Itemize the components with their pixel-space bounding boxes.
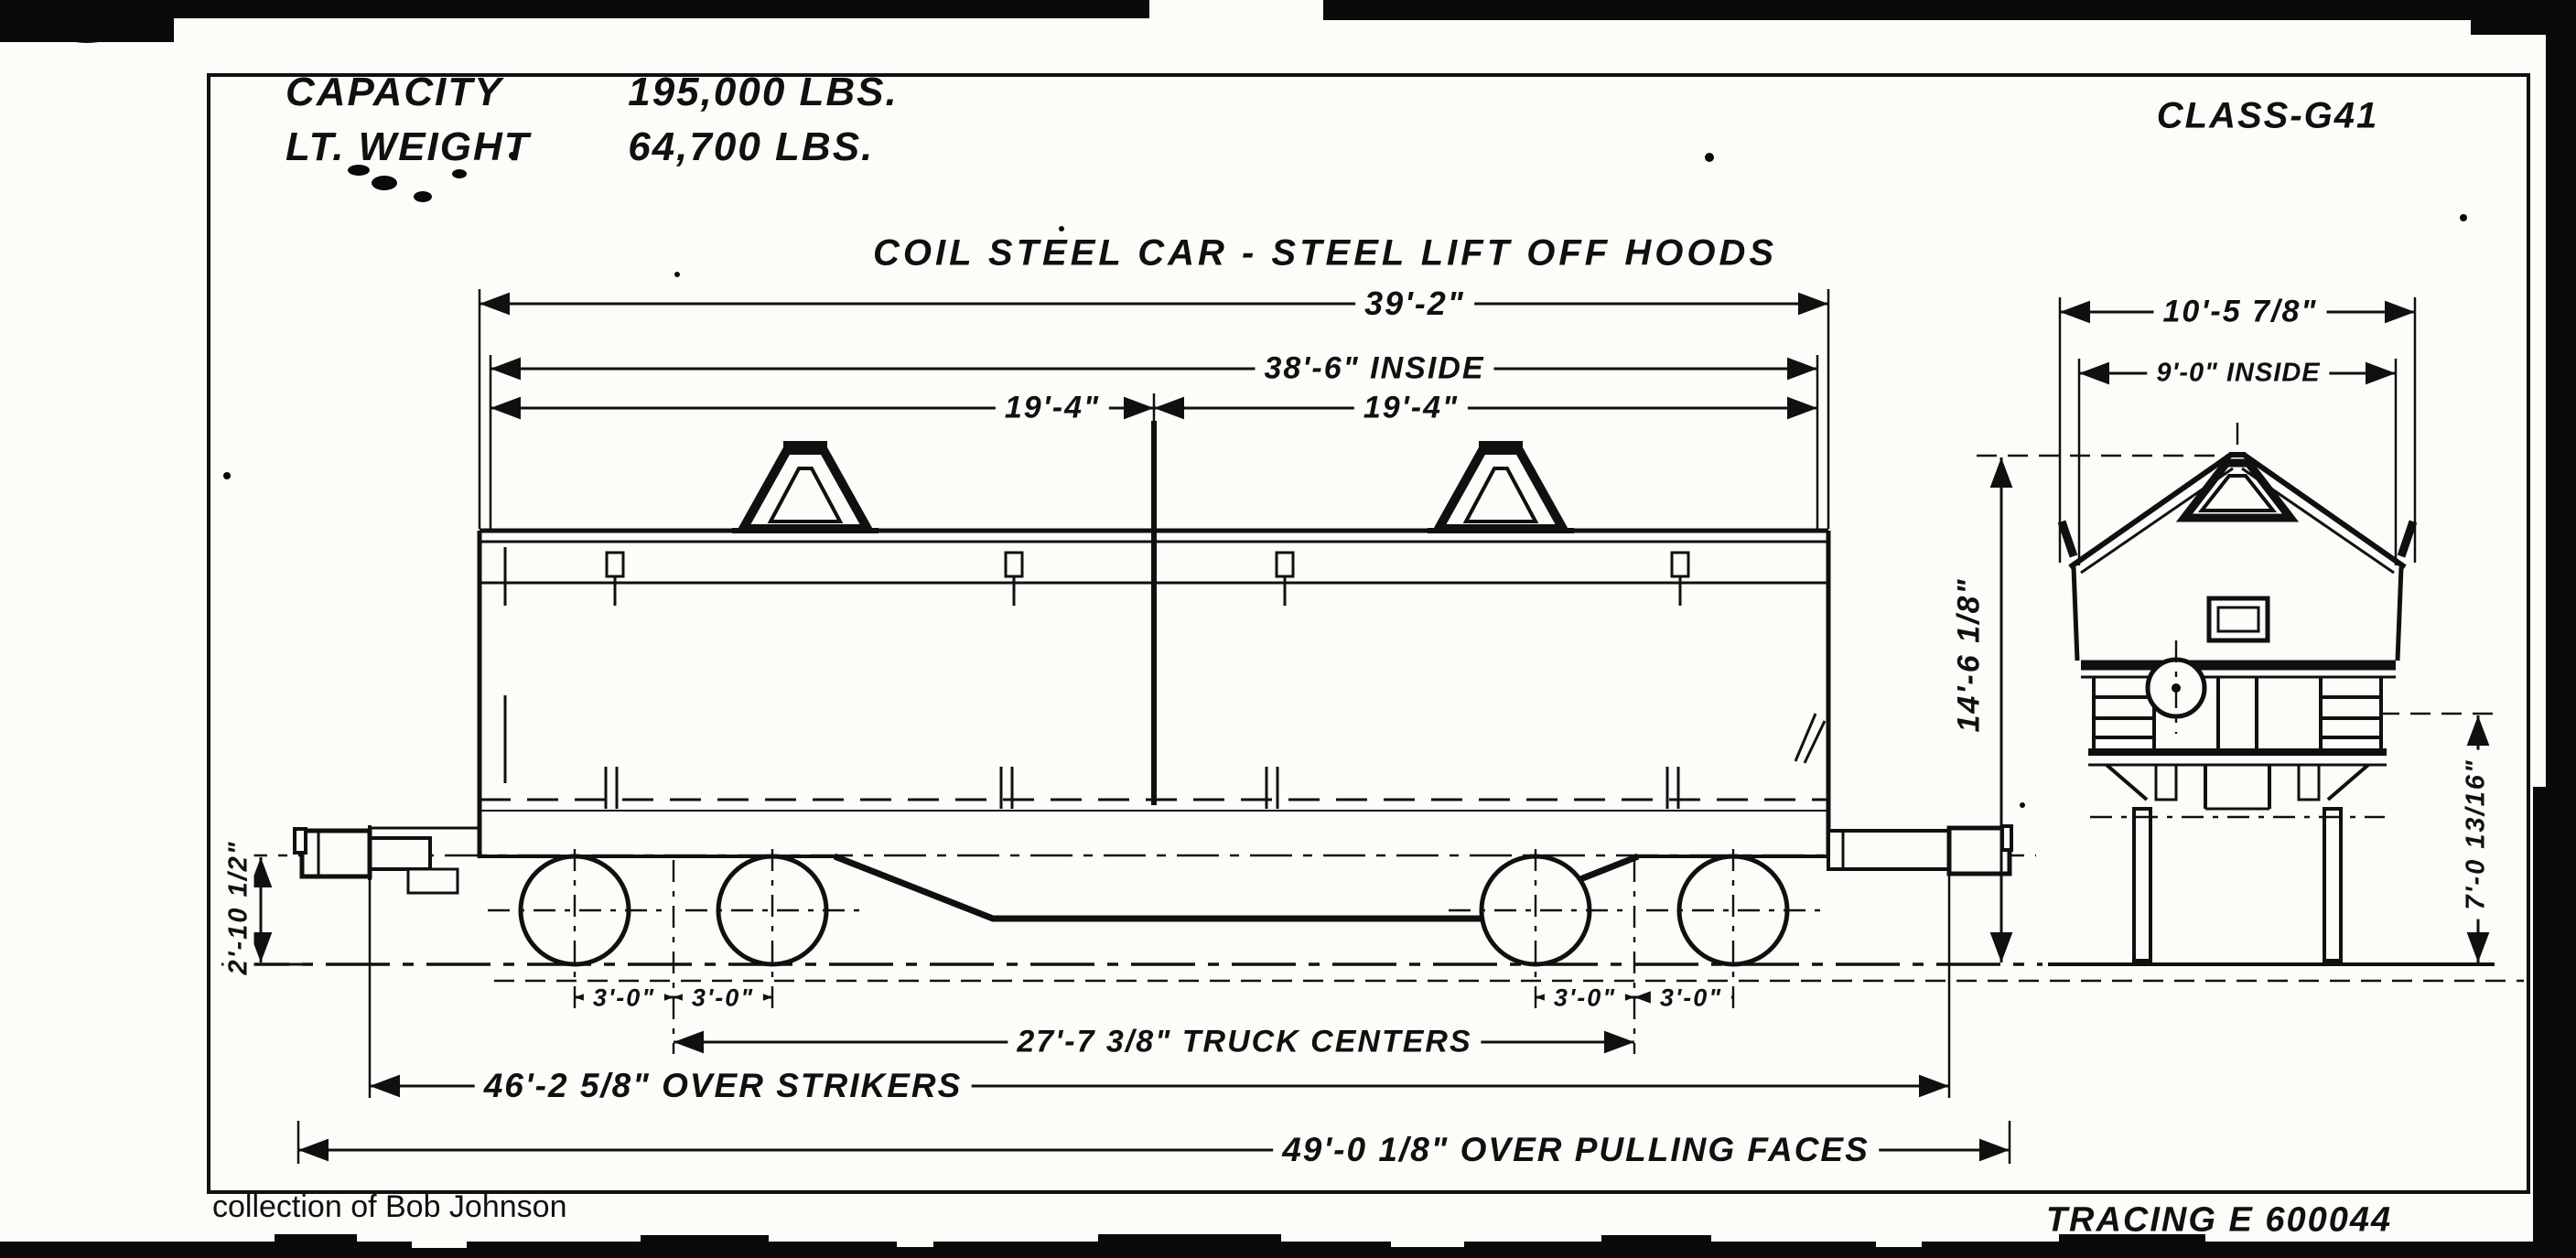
capacity-label: CAPACITY bbox=[286, 70, 503, 114]
truck-wheels bbox=[488, 849, 1820, 1054]
coupler-left bbox=[293, 825, 480, 895]
dim-inside-length: 38'-6" INSIDE bbox=[1255, 350, 1494, 387]
tracing-number: TRACING E 600044 bbox=[2045, 1200, 2393, 1240]
collection-credit: collection of Bob Johnson bbox=[212, 1189, 567, 1224]
dim-end-overall-width: 10'-5 7/8" bbox=[2153, 294, 2327, 330]
light-weight-row: LT. WEIGHT 64,700 LBS. bbox=[286, 124, 899, 179]
dim-axle-spacing-4: 3'-0" bbox=[1650, 984, 1732, 1013]
dim-axle-spacing-3: 3'-0" bbox=[1544, 984, 1626, 1013]
dim-hood-section-left: 19'-4" bbox=[995, 390, 1110, 426]
capacity-value: 195,000 LBS. bbox=[628, 70, 899, 114]
class-label: CLASS-G41 bbox=[2156, 95, 2379, 136]
drawing-title: COIL STEEL CAR - STEEL LIFT OFF HOODS bbox=[872, 232, 1778, 274]
hood-latch-icons bbox=[503, 547, 1827, 809]
light-weight-value: 64,700 LBS. bbox=[628, 124, 875, 169]
light-weight-label: LT. WEIGHT bbox=[286, 124, 531, 169]
dim-truck-centers: 27'-7 3/8" TRUCK CENTERS bbox=[1008, 1024, 1482, 1060]
brake-wheel-icon bbox=[2145, 640, 2207, 734]
capacity-row: CAPACITY 195,000 LBS. bbox=[286, 70, 899, 124]
end-view bbox=[2057, 423, 2418, 962]
dim-coupler-height: 2'-10 1/2" bbox=[223, 831, 254, 984]
lifting-lug-icon-right bbox=[1428, 441, 1574, 533]
side-view bbox=[293, 421, 2013, 1054]
dim-axle-spacing-1: 3'-0" bbox=[583, 984, 665, 1013]
dim-hood-section-right: 19'-4" bbox=[1353, 390, 1469, 426]
border-frame bbox=[207, 73, 2530, 1194]
dim-end-inside-width: 9'-0" INSIDE bbox=[2147, 358, 2330, 389]
dim-axle-spacing-2: 3'-0" bbox=[682, 984, 764, 1013]
coupler-right bbox=[1827, 824, 2013, 876]
capacity-block: CAPACITY 195,000 LBS. LT. WEIGHT 64,700 … bbox=[286, 70, 899, 179]
end-cage bbox=[2092, 677, 2383, 750]
dim-over-strikers: 46'-2 5/8" OVER STRIKERS bbox=[474, 1067, 972, 1105]
dim-overall-height: 14'-6 1/8" bbox=[1951, 568, 1988, 742]
dim-overall-length: 39'-2" bbox=[1355, 285, 1474, 323]
dim-side-height: 7'-0 13/16" bbox=[2461, 749, 2492, 919]
dim-over-pulling-faces: 49'-0 1/8" OVER PULLING FACES bbox=[1273, 1131, 1879, 1169]
lifting-lug-icon-left bbox=[732, 441, 878, 533]
end-lifting-lug-icon bbox=[2175, 458, 2300, 522]
